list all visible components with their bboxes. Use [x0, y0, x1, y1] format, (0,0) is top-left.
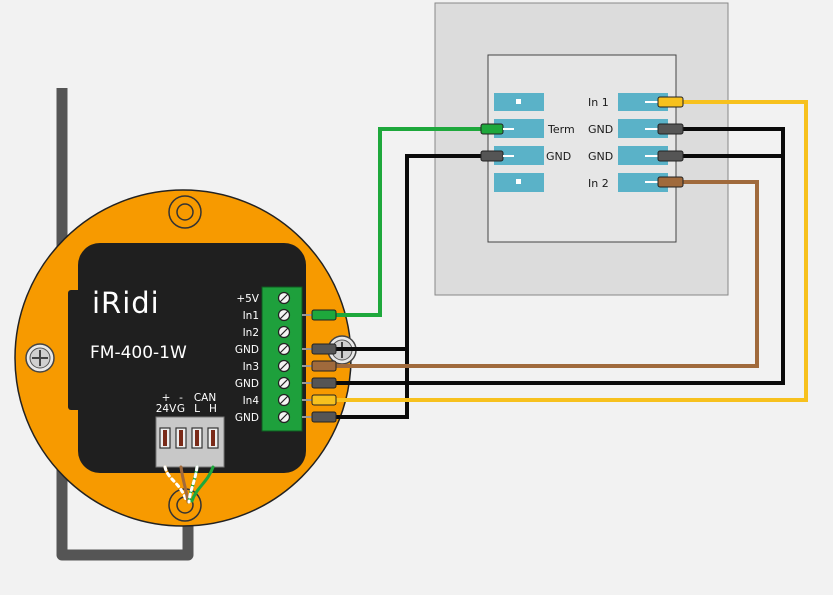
svg-text:-: - — [179, 392, 183, 404]
model-label: FM-400-1W — [90, 343, 187, 363]
switch-label-term: Term — [547, 123, 575, 136]
terminal-label-gnd1: GND — [235, 344, 259, 356]
top-mounting-hole — [168, 195, 202, 229]
svg-text:CAN: CAN — [194, 392, 216, 404]
terminal-labels: +5V In1 In2 GND In3 GND In4 GND — [235, 293, 260, 424]
terminal-label-in4: In4 — [243, 395, 260, 407]
switch-ferrules — [480, 96, 684, 188]
switch-label-in2: In 2 — [588, 177, 609, 190]
switch-contacts-right — [618, 93, 668, 192]
wire-black-gnd-right2 — [336, 349, 409, 419]
power-connector-pins — [159, 427, 219, 449]
brand-logo: iRidi — [92, 286, 160, 320]
wire-brown — [336, 180, 759, 368]
left-screw-icon — [25, 343, 55, 373]
terminal-screws — [277, 291, 291, 424]
terminal-label-gnd3: GND — [235, 412, 259, 424]
module-body — [78, 243, 306, 473]
svg-text:L: L — [194, 403, 200, 415]
terminal-label-in1: In1 — [243, 310, 259, 322]
switch-contacts-left — [494, 93, 544, 192]
terminal-label-5v: +5V — [236, 293, 259, 305]
svg-text:H: H — [209, 403, 217, 415]
switch-label-gnd1: GND — [588, 123, 613, 136]
wire-yellow — [336, 100, 808, 402]
svg-text:G: G — [177, 403, 185, 415]
switch-label-in1: In 1 — [588, 96, 609, 109]
switch-label-gnd2: GND — [588, 150, 613, 163]
svg-text:24V: 24V — [156, 403, 177, 415]
module-ferrules — [302, 309, 337, 423]
terminal-block — [261, 286, 303, 432]
svg-text:+: + — [162, 392, 171, 404]
switch-label-gnd-left: GND — [546, 150, 571, 163]
power-wires — [163, 465, 215, 504]
switch-contact-dots-left — [516, 99, 521, 184]
power-connector-labels: + - CAN 24V G L H — [156, 392, 217, 415]
wire-black-gnd-left — [336, 154, 485, 351]
terminal-label-in3: In3 — [243, 361, 259, 373]
wire-black-gnd-right2-b — [683, 154, 785, 383]
terminal-label-in2: In2 — [243, 327, 259, 339]
wire-green — [336, 127, 485, 317]
terminal-label-gnd2: GND — [235, 378, 259, 390]
